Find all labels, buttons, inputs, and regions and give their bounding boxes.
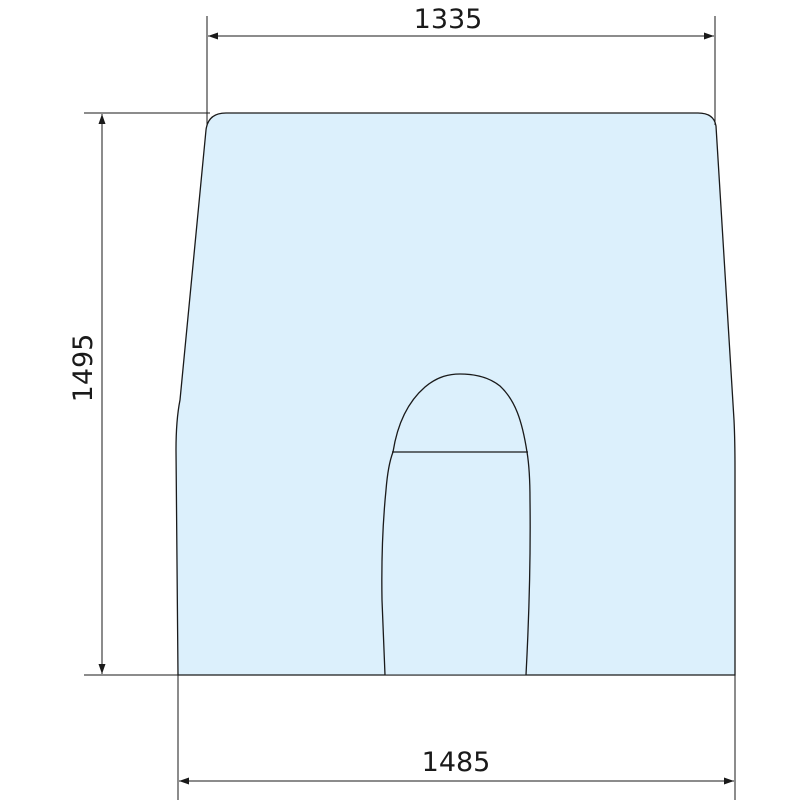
bottom-width-label: 1485 bbox=[422, 747, 491, 778]
top-width-label: 1335 bbox=[414, 4, 483, 35]
height-label: 1495 bbox=[68, 334, 99, 403]
arched-cutout bbox=[381, 373, 531, 676]
